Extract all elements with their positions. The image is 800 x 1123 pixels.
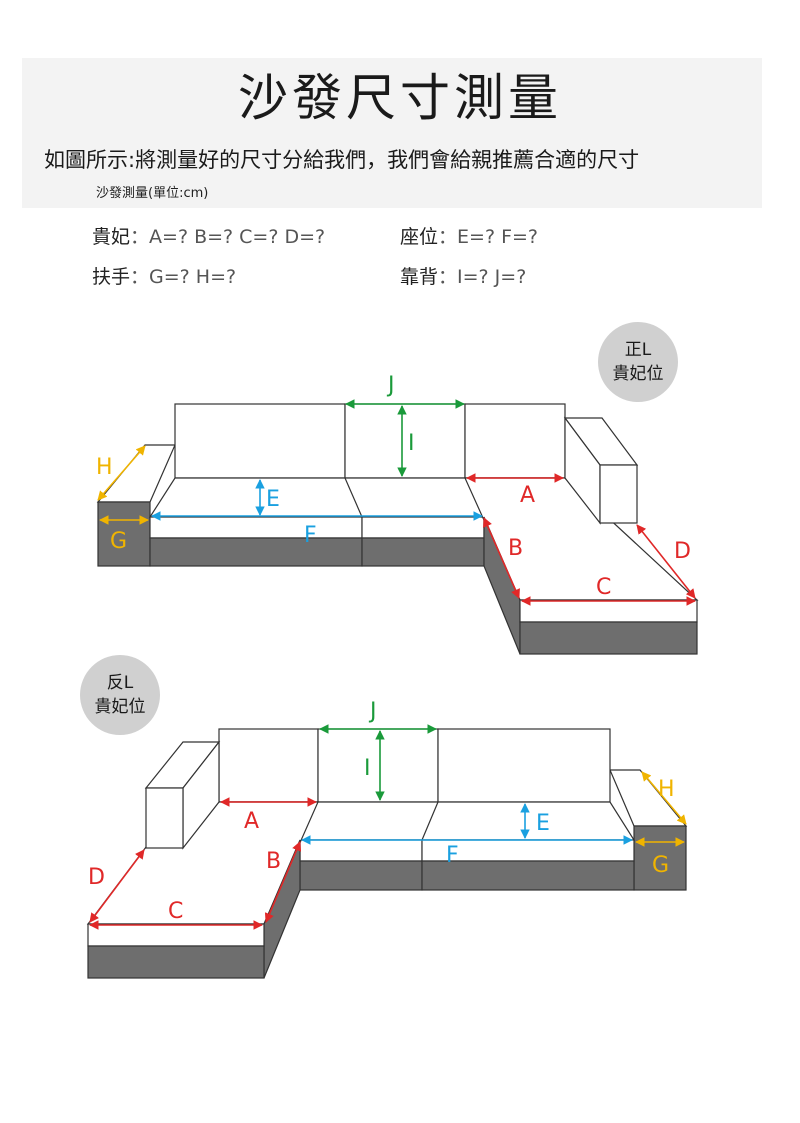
label-g: G <box>110 529 127 554</box>
page-title: 沙發尺寸測量 <box>238 69 562 127</box>
badge-line1: 正L <box>624 340 652 360</box>
label-c: C <box>596 575 611 600</box>
instruction-text: 如圖所示:將測量好的尺寸分給我們，我們會給親推薦合適的尺寸 <box>44 148 640 172</box>
seat-base-right <box>361 537 485 567</box>
spec-values: E=? F=? <box>457 226 539 248</box>
dim-d-line <box>89 849 145 923</box>
label-f: F <box>446 843 459 868</box>
label-b: B <box>508 536 523 561</box>
dim-h-line <box>641 771 687 825</box>
left-armrest-front <box>145 787 184 849</box>
label-d: D <box>674 539 691 564</box>
spec-chaise: 貴妃：A=? B=? C=? D=? <box>92 226 326 248</box>
dim-h-line <box>97 445 146 501</box>
label-j: J <box>368 699 377 724</box>
spec-part: 貴妃 <box>92 226 131 248</box>
badge-left-l: 反L 貴妃位 <box>80 655 160 735</box>
sofa-left-l <box>86 728 688 979</box>
back-cushion-left <box>174 403 346 479</box>
spec-backrest: 靠背：I=? J=? <box>400 266 527 288</box>
spec-values: A=? B=? C=? D=? <box>149 226 326 248</box>
dim-d-line <box>636 524 696 599</box>
spec-seat: 座位：E=? F=? <box>400 226 539 248</box>
label-j: J <box>386 373 395 398</box>
label-e: E <box>536 811 550 836</box>
label-b: B <box>266 849 281 874</box>
seat-base-left <box>149 537 363 567</box>
back-cushion-middle <box>317 728 439 803</box>
seat-front-left <box>299 839 423 862</box>
left-armrest-front <box>97 501 151 567</box>
spec-values: I=? J=? <box>457 266 527 288</box>
label-c: C <box>168 899 183 924</box>
label-d: D <box>88 865 105 890</box>
badge-line2: 貴妃位 <box>612 364 664 384</box>
badge-right-l: 正L 貴妃位 <box>598 322 678 402</box>
unit-note: 沙發測量(單位:cm) <box>96 186 209 201</box>
back-cushion-middle <box>344 403 466 479</box>
label-e: E <box>266 487 280 512</box>
badge-line1: 反L <box>106 673 134 693</box>
label-g: G <box>652 853 669 878</box>
back-cushion-right <box>437 728 611 803</box>
spec-part: 扶手 <box>92 266 131 288</box>
spec-part: 座位 <box>400 226 439 248</box>
right-armrest-front <box>633 825 687 891</box>
dim-b-line <box>483 517 520 599</box>
spec-part: 靠背 <box>400 266 439 288</box>
label-f: F <box>304 523 317 548</box>
header-background <box>22 58 762 208</box>
sofa-right-l <box>96 403 699 655</box>
dim-b-line <box>264 841 302 923</box>
seat-front-right <box>361 516 485 539</box>
label-a: A <box>244 809 259 834</box>
seat-front-left <box>149 516 363 539</box>
spec-armrest: 扶手：G=? H=? <box>92 266 237 288</box>
seat-base-right <box>421 860 635 891</box>
label-h: H <box>658 777 675 802</box>
back-cushion-left <box>218 728 319 803</box>
label-h: H <box>96 455 113 480</box>
label-a: A <box>520 483 535 508</box>
right-armrest-front <box>599 464 638 524</box>
badge-line2: 貴妃位 <box>94 697 146 717</box>
chaise-front-base <box>87 945 265 979</box>
label-i: I <box>364 756 371 781</box>
seat-base-left <box>299 860 423 891</box>
chaise-front-base <box>519 621 698 655</box>
chaise-front-white <box>87 923 265 947</box>
spec-values: G=? H=? <box>149 266 237 288</box>
back-cushion-right <box>464 403 566 479</box>
chaise-front-white <box>519 599 698 623</box>
label-i: I <box>408 431 415 456</box>
